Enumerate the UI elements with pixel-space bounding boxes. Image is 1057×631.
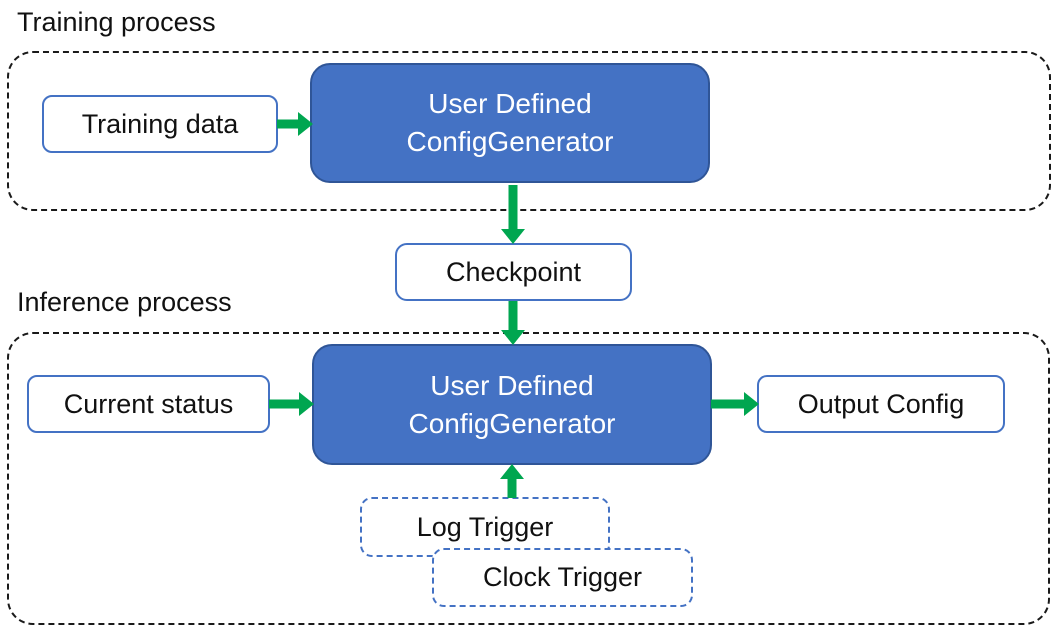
arrow-stem: [508, 301, 518, 332]
training-data-label: Training data: [81, 108, 239, 139]
output-config-label: Output Config: [797, 388, 965, 419]
arrow-log-trigger-to-generator: [500, 464, 524, 498]
arrow-head: [501, 229, 525, 244]
clock-trigger-box: Clock Trigger: [432, 548, 693, 607]
arrow-generator-to-checkpoint: [501, 185, 525, 244]
log-trigger-label: Log Trigger: [416, 511, 554, 542]
training-generator-line2: ConfigGenerator: [406, 126, 614, 157]
training-data-box: Training data: [42, 95, 278, 153]
inference-generator-line1: User Defined: [430, 369, 594, 401]
inference-process-label: Inference process: [17, 287, 232, 317]
training-generator-line1: User Defined: [428, 88, 592, 119]
arrow-checkpoint-to-generator: [501, 301, 525, 345]
training-process-label: Training process: [17, 7, 216, 37]
inference-generator-line2: ConfigGenerator: [408, 407, 616, 439]
arrow-head: [298, 112, 313, 136]
arrow-current-status-to-generator: [269, 392, 314, 416]
current-status-box: Current status: [27, 375, 270, 433]
arrow-head: [500, 464, 524, 479]
training-container: [7, 51, 1051, 211]
current-status-label: Current status: [63, 388, 234, 419]
training-generator-box: User Defined ConfigGenerator: [310, 63, 710, 183]
arrow-stem: [711, 399, 746, 409]
arrow-stem: [269, 399, 301, 409]
arrow-stem: [507, 477, 517, 498]
arrow-head: [501, 330, 525, 345]
clock-trigger-label: Clock Trigger: [482, 562, 643, 592]
output-config-box: Output Config: [757, 375, 1005, 433]
checkpoint-box: Checkpoint: [395, 243, 632, 301]
arrow-head: [299, 392, 314, 416]
log-trigger-box: Log Trigger: [360, 497, 610, 557]
arrow-generator-to-output-config: [711, 392, 759, 416]
inference-generator-box: User Defined ConfigGenerator: [312, 344, 712, 465]
checkpoint-label: Checkpoint: [445, 256, 582, 287]
arrow-stem: [277, 119, 300, 129]
arrow-head: [744, 392, 759, 416]
arrow-training-data-to-generator: [277, 112, 313, 136]
arrow-stem: [508, 185, 518, 231]
inference-container: [7, 332, 1050, 625]
